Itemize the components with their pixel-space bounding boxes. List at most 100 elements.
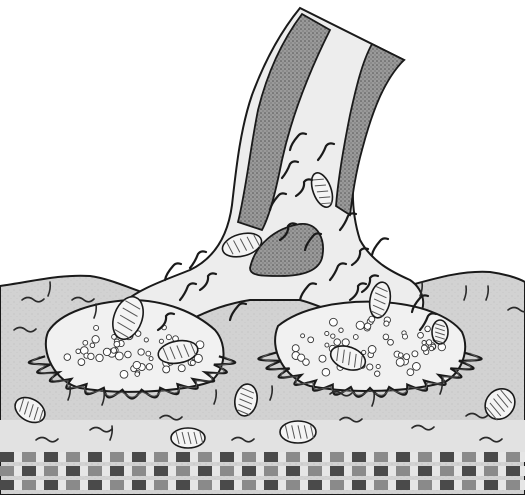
synaptic-vesicle bbox=[149, 357, 153, 361]
myofibril-block bbox=[308, 466, 322, 476]
myofibril-block bbox=[0, 466, 14, 476]
synaptic-vesicle bbox=[111, 348, 117, 354]
myofibril-block bbox=[462, 452, 476, 462]
myofibril-gap bbox=[454, 466, 462, 476]
synaptic-vesicle bbox=[429, 346, 433, 350]
synaptic-vesicle bbox=[144, 338, 148, 342]
myofibril-gap bbox=[410, 480, 418, 490]
myofibril-gap bbox=[344, 480, 352, 490]
synaptic-vesicle bbox=[166, 335, 171, 340]
synaptic-vesicle bbox=[146, 364, 152, 370]
synaptic-vesicle bbox=[413, 363, 421, 371]
synaptic-vesicle bbox=[368, 346, 376, 354]
myofibril-block bbox=[242, 452, 256, 462]
myofibril-block bbox=[440, 452, 454, 462]
myofibril-gap bbox=[300, 452, 308, 462]
synaptic-vesicle bbox=[325, 343, 329, 347]
myofibril-gap bbox=[234, 452, 242, 462]
myofibril-block bbox=[374, 480, 388, 490]
myofibril-gap bbox=[476, 466, 484, 476]
myofibril-block bbox=[418, 480, 432, 490]
myofibril-block bbox=[22, 480, 36, 490]
myofibril-gap bbox=[322, 466, 330, 476]
synaptic-vesicle bbox=[342, 339, 349, 346]
myofibril-gap bbox=[454, 452, 462, 462]
myofibril-gap bbox=[520, 466, 525, 476]
myofibril-block bbox=[66, 480, 80, 490]
myofibril-gap bbox=[366, 480, 374, 490]
myofibril-gap bbox=[520, 452, 525, 462]
myofibril-gap bbox=[498, 480, 506, 490]
mitochondrion-membrane bbox=[280, 421, 316, 443]
synaptic-vesicle bbox=[398, 353, 403, 358]
synaptic-vesicle bbox=[384, 321, 389, 326]
myofibril-gap bbox=[14, 452, 22, 462]
myofibril-block bbox=[462, 466, 476, 476]
myofibril-block bbox=[44, 466, 58, 476]
myofibril-block bbox=[220, 480, 234, 490]
myofibril-gap bbox=[454, 480, 462, 490]
myofibril-block bbox=[286, 480, 300, 490]
synaptic-vesicle bbox=[96, 354, 103, 361]
myofibril-block bbox=[176, 452, 190, 462]
myofibril-gap bbox=[36, 452, 44, 462]
synaptic-vesicle bbox=[356, 321, 364, 329]
synaptic-vesicle bbox=[83, 340, 88, 345]
synaptic-vesicle bbox=[330, 318, 338, 326]
synaptic-vesicle bbox=[421, 345, 427, 351]
synaptic-vesicle bbox=[138, 349, 144, 355]
myofibril-gap bbox=[146, 480, 154, 490]
myofibril-block bbox=[132, 466, 146, 476]
synaptic-vesicle bbox=[64, 354, 71, 361]
synaptic-vesicle bbox=[376, 364, 380, 368]
synaptic-vesicle bbox=[334, 339, 341, 346]
myofibril-gap bbox=[190, 480, 198, 490]
myofibril-gap bbox=[80, 466, 88, 476]
myofibril-gap bbox=[168, 466, 176, 476]
synaptic-vesicle bbox=[163, 366, 170, 373]
synaptic-vesicle bbox=[383, 334, 389, 340]
synaptic-vesicle bbox=[159, 339, 163, 343]
myofibril-gap bbox=[256, 466, 264, 476]
myofibril-gap bbox=[14, 466, 22, 476]
myofibril-block bbox=[352, 466, 366, 476]
synaptic-vesicle bbox=[364, 323, 370, 329]
synaptic-vesicle bbox=[178, 365, 185, 372]
synaptic-vesicle bbox=[418, 332, 424, 338]
myofibril-gap bbox=[278, 452, 286, 462]
synaptic-vesicle bbox=[412, 351, 418, 357]
mitochondrion bbox=[171, 428, 205, 448]
myofibril-block bbox=[44, 480, 58, 490]
myofibril-block bbox=[220, 466, 234, 476]
myofibril-block bbox=[484, 452, 498, 462]
myofibril-gap bbox=[212, 452, 220, 462]
myofibril-block bbox=[506, 466, 520, 476]
myofibril-gap bbox=[432, 466, 440, 476]
myofibril-block bbox=[154, 480, 168, 490]
myofibril-block bbox=[132, 480, 146, 490]
myofibril-block bbox=[66, 452, 80, 462]
synaptic-vesicle bbox=[425, 326, 431, 332]
myofibril-gap bbox=[58, 452, 66, 462]
myofibril-block bbox=[242, 466, 256, 476]
synaptic-vesicle bbox=[92, 336, 99, 343]
myofibril-striations bbox=[0, 452, 525, 490]
myofibril-block bbox=[330, 452, 344, 462]
myofibril-block bbox=[374, 452, 388, 462]
myofibril-gap bbox=[124, 466, 132, 476]
myofibril-gap bbox=[168, 452, 176, 462]
myofibril-gap bbox=[344, 452, 352, 462]
myofibril-block bbox=[154, 452, 168, 462]
myofibril-gap bbox=[168, 480, 176, 490]
myofibril-block bbox=[198, 480, 212, 490]
myofibril-gap bbox=[300, 466, 308, 476]
myofibril-block bbox=[352, 480, 366, 490]
synaptic-vesicle bbox=[367, 364, 373, 370]
myofibril-gap bbox=[256, 452, 264, 462]
myofibril-block bbox=[176, 466, 190, 476]
muscle-lower-band bbox=[0, 420, 525, 454]
synaptic-vesicle bbox=[135, 372, 140, 377]
myofibril-block bbox=[198, 466, 212, 476]
myofibril-gap bbox=[476, 452, 484, 462]
myofibril-gap bbox=[124, 452, 132, 462]
